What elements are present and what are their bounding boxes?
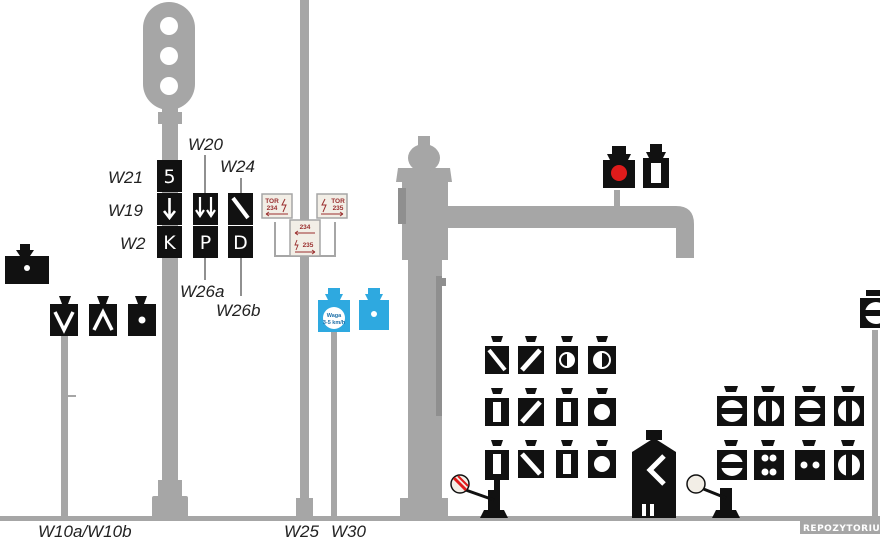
label-w20: W20	[188, 135, 224, 154]
label-w2: W2	[120, 234, 146, 253]
sign-w19	[157, 193, 182, 225]
w30-line1: Waga	[327, 313, 342, 319]
red-lamp	[611, 165, 627, 181]
switch-lantern-r3c1	[485, 440, 509, 498]
label-w26b: W26b	[216, 301, 260, 320]
plate-235-num: 235	[333, 205, 344, 212]
plate-234-tor: TOR	[265, 198, 279, 205]
w26a-sign-char: P	[200, 232, 211, 254]
signal-lamp-1	[160, 17, 178, 35]
w2-sign-char: K	[163, 232, 176, 254]
label-w19: W19	[108, 201, 144, 220]
switch-lantern-r3c4	[588, 440, 616, 478]
sign-w20-w26a: P	[193, 193, 218, 280]
label-w24: W24	[220, 157, 255, 176]
right-lantern-r2c3	[795, 440, 825, 480]
sign-w21: 5	[157, 160, 182, 192]
switch-lantern-r2c1	[485, 388, 509, 426]
sign-w2: K	[157, 226, 182, 258]
label-w10: W10a/W10b	[38, 522, 132, 540]
crane-red-lamp	[603, 146, 635, 188]
right-lantern-r1c1	[717, 386, 747, 426]
switch-lantern-r1c4	[588, 336, 616, 374]
w21-sign-char: 5	[163, 166, 175, 188]
right-lantern-grid	[717, 386, 864, 480]
large-shunting-sign	[632, 430, 676, 518]
switch-lantern-r1c1	[485, 336, 509, 374]
signal-lamp-3	[160, 77, 178, 95]
w30-weighbridge-sign: Waga 3-5 km/h	[318, 288, 350, 332]
switch-lever-left	[450, 474, 508, 518]
label-w25: W25	[284, 522, 320, 540]
repozytorium-watermark: REPOZYTORIUM	[800, 520, 880, 534]
switch-lantern-r3c3	[556, 440, 578, 478]
switch-lantern-r1c3	[556, 336, 578, 374]
right-lantern-r2c4	[834, 440, 864, 480]
far-right-lantern	[860, 290, 880, 518]
track-plate-235: TOR 235	[316, 193, 348, 219]
w10a-sign	[50, 296, 78, 336]
plate-235-tor: TOR	[331, 198, 345, 205]
track-plate-pair: 234 235	[289, 219, 321, 257]
switch-lever-right	[686, 474, 740, 518]
right-lantern-r1c2	[754, 386, 784, 426]
plate-pair-bottom: 235	[303, 242, 314, 249]
crane-white-lantern	[643, 144, 669, 188]
main-signal-mast	[143, 2, 195, 520]
sign-w24-w26b: D	[228, 193, 253, 296]
plate-pair-top: 234	[300, 224, 311, 231]
right-lantern-r2c2	[754, 440, 784, 480]
lantern-top-left	[5, 244, 49, 284]
label-w26a: W26a	[180, 282, 224, 301]
plate-234-num: 234	[267, 205, 278, 212]
label-w30: W30	[331, 522, 367, 540]
switch-lantern-grid	[485, 336, 616, 498]
w30-lantern	[359, 288, 389, 330]
signal-lamp-2	[160, 47, 178, 65]
watermark-text: REPOZYTORIUM	[803, 524, 880, 534]
w26b-sign-char: D	[233, 232, 248, 254]
w30-line2: 3-5 km/h	[323, 320, 346, 326]
w10-dot-sign	[128, 296, 156, 336]
switch-lantern-r2c3	[556, 388, 578, 426]
switch-lantern-r3c2	[518, 440, 544, 478]
right-lantern-r2c1	[717, 440, 747, 480]
w10-sign-group	[50, 296, 156, 518]
water-crane	[396, 136, 694, 518]
track-plate-234: TOR 234	[261, 193, 293, 219]
switch-lantern-r2c4	[588, 388, 616, 426]
w10b-sign	[89, 296, 117, 336]
w30-sign-group: Waga 3-5 km/h	[318, 288, 389, 518]
label-w21: W21	[108, 168, 143, 187]
w25-pole: TOR 234 TOR 235 234 235	[261, 0, 348, 518]
right-lantern-r1c4	[834, 386, 864, 426]
ground-line	[0, 516, 880, 521]
right-lantern-r1c3	[795, 386, 825, 426]
switch-lantern-r1c2	[518, 336, 544, 374]
switch-lantern-r2c2	[518, 388, 544, 426]
